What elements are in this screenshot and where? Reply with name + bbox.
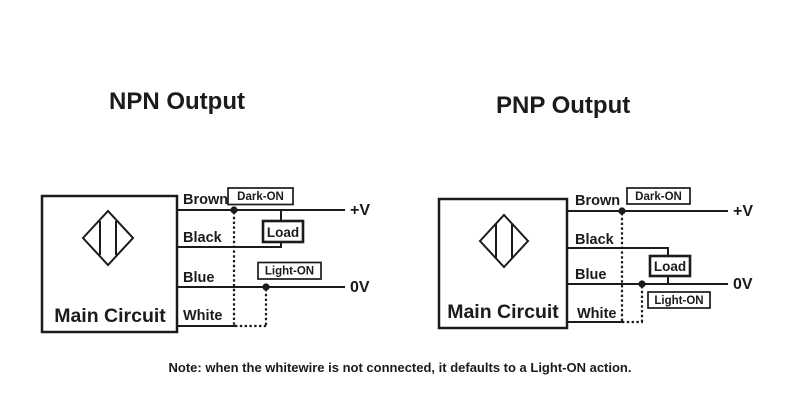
npn-photoelectric-sensor-icon xyxy=(81,209,135,267)
npn-brown-junction-dot xyxy=(230,206,238,214)
pnp-brown-wire-label: Brown xyxy=(575,193,620,209)
sensor-diamond-outline xyxy=(81,209,135,267)
npn-blue-wire-label: Blue xyxy=(183,270,214,286)
pnp-output-title: PNP Output xyxy=(496,92,631,119)
npn-light-on-label: Light-ON xyxy=(265,266,314,278)
npn-output-title: NPN Output xyxy=(109,88,245,115)
npn-white-wire-label: White xyxy=(183,308,222,324)
pnp-main-circuit-label: Main Circuit xyxy=(447,301,559,323)
npn-zero-terminal-label: 0V xyxy=(350,279,370,296)
footnote-text: Note: when the whitewire is not connecte… xyxy=(168,360,632,375)
pnp-white-wire-label: White xyxy=(577,306,616,322)
pnp-black-wire-label: Black xyxy=(575,232,615,248)
pnp-photoelectric-sensor-icon xyxy=(478,213,530,269)
pnp-brown-junction-dot xyxy=(618,207,626,215)
npn-main-circuit-box xyxy=(40,194,179,334)
npn-brown-wire-label: Brown xyxy=(183,192,228,208)
npn-light-on-box xyxy=(257,261,322,280)
pnp-load-box xyxy=(648,254,692,278)
npn-dark-on-box xyxy=(227,187,294,206)
pnp-dark-on-label: Dark-ON xyxy=(635,191,682,203)
npn-blue-junction-dot xyxy=(262,283,270,291)
npn-dark-on-label: Dark-ON xyxy=(237,191,284,203)
pnp-dark-on-box xyxy=(626,187,691,205)
pnp-diagram: Main Circuit Brown Black Blue White Load… xyxy=(437,187,753,330)
pnp-zero-terminal-label: 0V xyxy=(733,276,753,293)
npn-load-box xyxy=(261,219,305,244)
pnp-load-label: Load xyxy=(654,259,686,274)
npn-diagram: Main Circuit Brown Black Blue White Load… xyxy=(40,187,370,334)
sensor-diamond-outline xyxy=(478,213,530,269)
pnp-blue-wire-label: Blue xyxy=(575,267,606,283)
pnp-light-on-label: Light-ON xyxy=(654,295,703,307)
pnp-positive-terminal-label: +V xyxy=(733,203,753,220)
pnp-blue-junction-dot xyxy=(638,280,646,288)
npn-main-circuit-label: Main Circuit xyxy=(54,305,166,327)
pnp-main-circuit-box xyxy=(437,197,569,330)
npn-black-wire-label: Black xyxy=(183,230,223,246)
pnp-light-on-box xyxy=(647,291,711,309)
npn-positive-terminal-label: +V xyxy=(350,202,370,219)
npn-load-label: Load xyxy=(267,225,299,240)
